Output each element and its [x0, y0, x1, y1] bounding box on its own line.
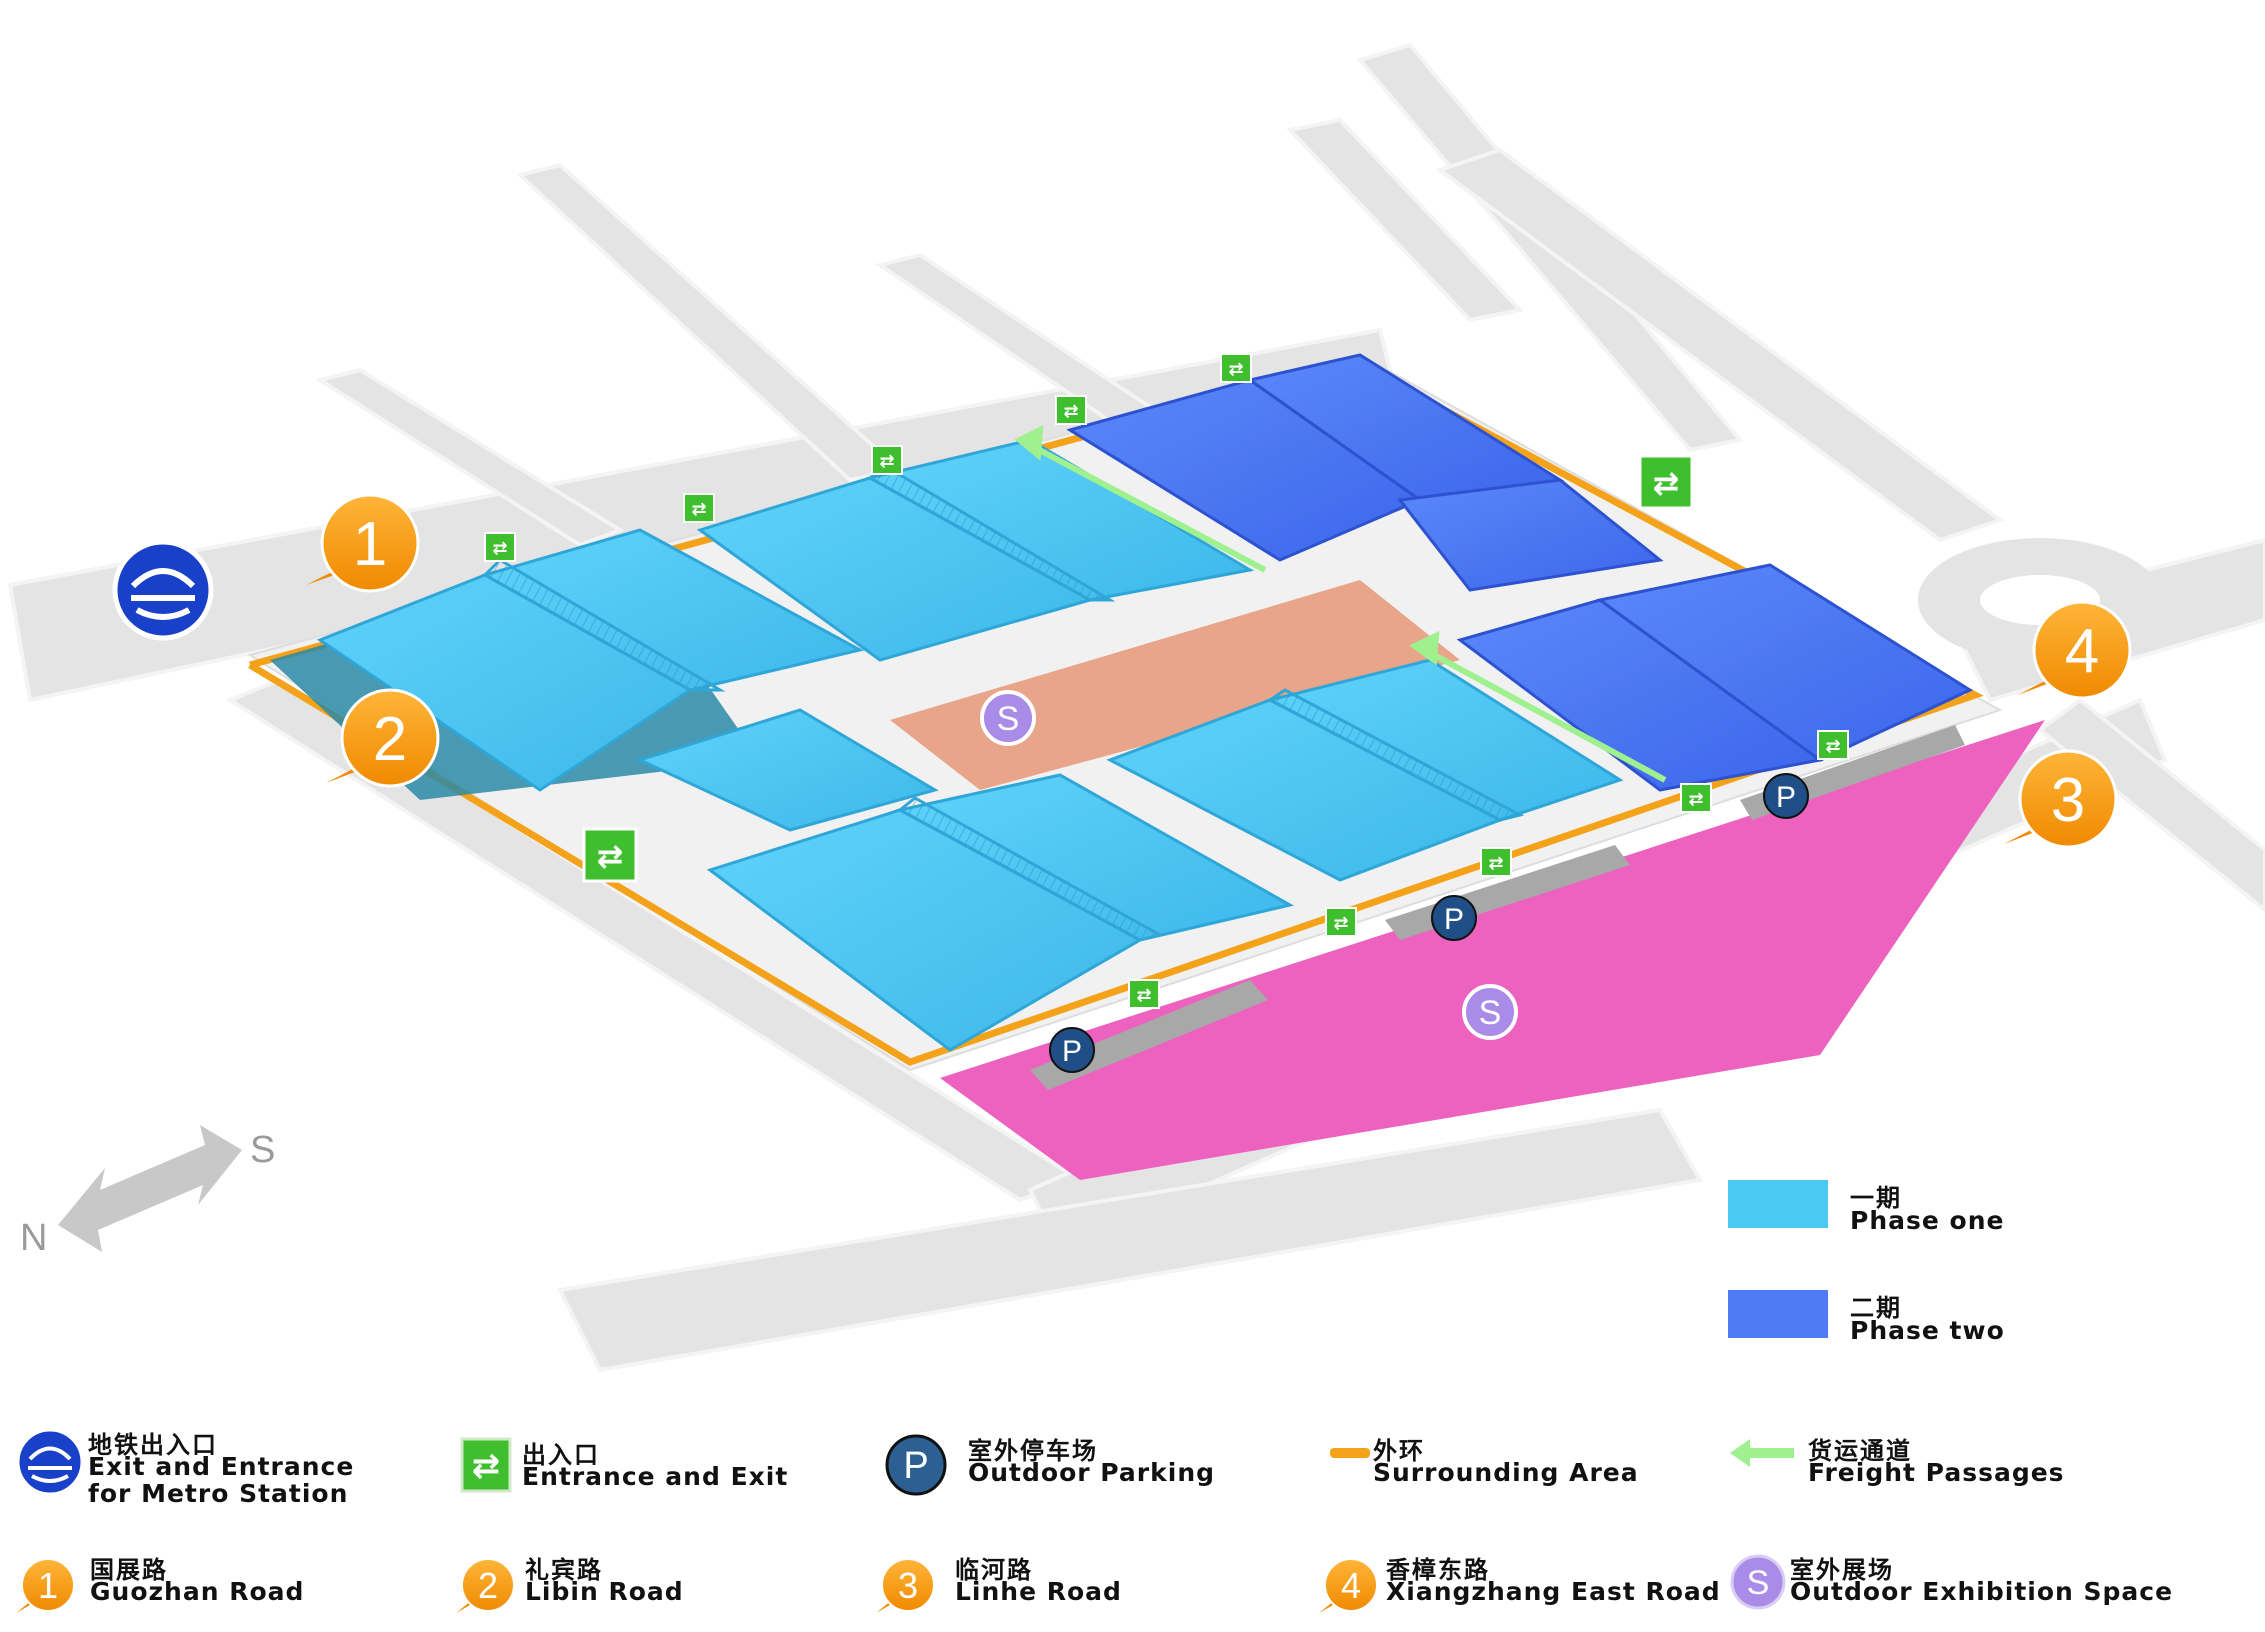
svg-text:⇄: ⇄ [597, 837, 624, 875]
upper-road-2 [515, 162, 905, 483]
svg-text:⇄: ⇄ [1825, 736, 1840, 757]
parking-icon: P [885, 1434, 947, 1496]
exhibition-site-map: ⇄ ⇄ ⇄ ⇄ ⇄ ⇄ ⇄ ⇄ ⇄ ⇄ ⇄ ⇄ P P P S S 1 [7, 42, 2265, 1373]
diagonal-road-top [1435, 147, 2005, 543]
svg-text:⇄: ⇄ [1488, 853, 1503, 874]
key-freight-en: Freight Passages [1808, 1458, 2065, 1487]
svg-text:⇄: ⇄ [691, 499, 706, 520]
road-3-icon-num: 3 [898, 1565, 918, 1606]
key-road-4-en: Xiangzhang East Road [1386, 1577, 1721, 1606]
outdoor-exhibition-space [940, 720, 2045, 1180]
metro-icon [16, 1428, 84, 1496]
key-outdoor-space: S 室外展场 Outdoor Exhibition Space [1728, 1552, 2172, 1632]
key-entrance: ⇄ 出入口 Entrance and Exit [460, 1437, 790, 1517]
key-road-2-en: Libin Road [525, 1577, 684, 1606]
entrance-exit-icon: ⇄ [460, 1437, 512, 1493]
key-metro-cn: 地铁出入口 [88, 1431, 218, 1459]
freight-passages [1014, 424, 1667, 783]
road-1-label: 1 [353, 510, 387, 579]
phase-one-cn: 一期 [1850, 1184, 1902, 1212]
key-road-3-en: Linhe Road [955, 1577, 1122, 1606]
key-metro-en: Exit and Entrance for Metro Station [88, 1452, 355, 1508]
svg-text:⇄: ⇄ [1063, 401, 1078, 422]
svg-text:⇄: ⇄ [1333, 913, 1348, 934]
road-2-icon: 2 [456, 1558, 515, 1613]
key-outdoor-space-cn: 室外展场 [1790, 1556, 1894, 1584]
phase-one-swatch [1728, 1180, 1828, 1228]
svg-text:⇄: ⇄ [1688, 789, 1703, 810]
road-2-pin: 2 [326, 688, 440, 788]
upper-road-1 [314, 367, 625, 548]
key-road-4-cn: 香樟东路 [1386, 1556, 1490, 1584]
key-surrounding-en: Surrounding Area [1373, 1458, 1639, 1487]
outdoor-space-markers: S S [980, 690, 1518, 1040]
entrance-exit-markers: ⇄ ⇄ ⇄ ⇄ ⇄ ⇄ ⇄ ⇄ ⇄ ⇄ ⇄ ⇄ [484, 353, 1849, 1009]
upper-road-4 [1286, 117, 1524, 323]
key-road-4: 4 香樟东路 Xiangzhang East Road [1318, 1552, 1721, 1632]
parking-marker-label: P [1444, 903, 1464, 936]
key-surrounding: 外环 Surrounding Area [1328, 1433, 1658, 1513]
outdoor-space-icon-letter: S [1747, 1564, 1770, 1602]
key-outdoor-space-en: Outdoor Exhibition Space [1790, 1577, 2174, 1606]
road-4-icon: 4 [1319, 1558, 1378, 1613]
key-freight: 货运通道 Freight Passages [1728, 1433, 2064, 1513]
phase-legend: 一期 Phase one 二期 Phase two [1710, 1180, 2130, 1360]
svg-text:⇄: ⇄ [879, 451, 894, 472]
s-marker-label: S [997, 700, 1020, 738]
road-4-pin: 4 [2018, 600, 2132, 700]
phase-two-swatch [1728, 1290, 1828, 1338]
svg-text:⇄: ⇄ [1228, 359, 1243, 380]
svg-text:⇄: ⇄ [472, 1446, 501, 1486]
parking-marker-label: P [1776, 781, 1796, 814]
parking-markers: P P P [1049, 773, 1809, 1073]
key-road-3-cn: 临河路 [955, 1556, 1033, 1584]
road-3-pin: 3 [2004, 749, 2118, 849]
key-road-1-en: Guozhan Road [90, 1577, 305, 1606]
key-road-2-cn: 礼宾路 [525, 1556, 603, 1584]
phase-two-halls [1066, 353, 1974, 792]
parking-marker-label: P [1062, 1035, 1082, 1068]
right-road-bend [2036, 697, 2265, 913]
phase-two-cn: 二期 [1850, 1294, 1902, 1322]
key-road-1-cn: 国展路 [90, 1556, 168, 1584]
key-metro: 地铁出入口 Exit and Entrance for Metro Statio… [15, 1427, 435, 1507]
key-entrance-en: Entrance and Exit [522, 1462, 789, 1491]
central-plaza [890, 580, 1460, 790]
lower-south-road [556, 1107, 1704, 1373]
compass: N S [20, 1125, 275, 1259]
key-road-2: 2 礼宾路 Libin Road [455, 1552, 785, 1632]
road-4-icon-num: 4 [1341, 1565, 1361, 1606]
phase-one-halls [316, 438, 1624, 1052]
freight-arrow-icon [1730, 1439, 1794, 1467]
key-freight-cn: 货运通道 [1808, 1437, 1912, 1465]
s-marker-label: S [1479, 994, 1502, 1032]
svg-text:P: P [903, 1445, 928, 1487]
road-1-icon: 1 [16, 1558, 75, 1613]
key-parking-cn: 室外停车场 [968, 1437, 1098, 1465]
road-1-icon-num: 1 [38, 1565, 58, 1606]
key-road-3: 3 临河路 Linhe Road [875, 1552, 1205, 1632]
road-4-label: 4 [2065, 617, 2099, 686]
road-pins: 1 2 3 4 [306, 493, 2132, 849]
key-parking-en: Outdoor Parking [968, 1458, 1216, 1487]
road-1-pin: 1 [306, 493, 420, 593]
metro-station-icon [112, 539, 214, 641]
surrounding-line-icon [1330, 1448, 1370, 1458]
road-2-icon-num: 2 [478, 1565, 498, 1606]
phase-two-en: Phase two [1850, 1316, 2005, 1345]
compass-north-label: N [20, 1217, 47, 1259]
compass-south-label: S [250, 1129, 275, 1171]
road-3-label: 3 [2051, 766, 2085, 835]
phase-one-en: Phase one [1850, 1206, 2005, 1235]
svg-text:⇄: ⇄ [492, 538, 507, 559]
svg-text:⇄: ⇄ [1136, 985, 1151, 1006]
road-2-label: 2 [373, 705, 407, 774]
key-entrance-cn: 出入口 [522, 1441, 600, 1469]
key-surrounding-cn: 外环 [1373, 1437, 1425, 1465]
svg-text:⇄: ⇄ [1653, 464, 1680, 502]
road-3-icon: 3 [876, 1558, 935, 1613]
outdoor-space-icon: S [1730, 1554, 1786, 1610]
key-road-1: 1 国展路 Guozhan Road [15, 1552, 345, 1632]
key-parking: P 室外停车场 Outdoor Parking [884, 1433, 1214, 1513]
